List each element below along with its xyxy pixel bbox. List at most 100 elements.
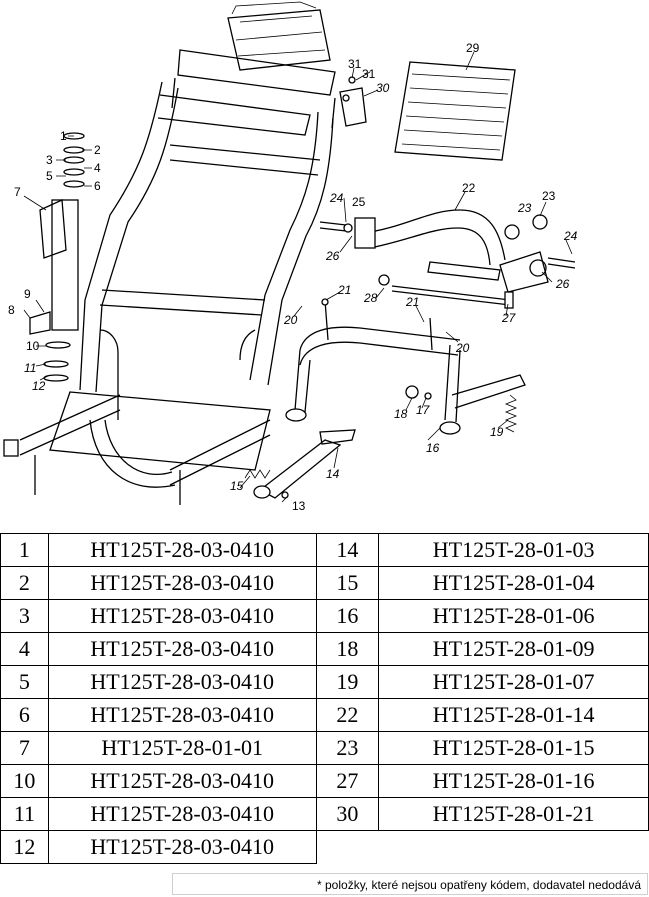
callout-9: 9 <box>24 287 31 301</box>
part-number: 1 <box>0 533 49 567</box>
part-number: 10 <box>0 764 49 798</box>
callout-12: 12 <box>32 379 46 393</box>
part-code: HT125T-28-03-0410 <box>47 830 317 864</box>
part-code: HT125T-28-03-0410 <box>47 764 317 798</box>
head-tube <box>29 132 85 382</box>
spring-19 <box>504 394 518 433</box>
part-number: 19 <box>315 665 380 699</box>
callout-24b: 24 <box>563 229 578 243</box>
callout-18: 18 <box>394 407 408 421</box>
part-code: HT125T-28-03-0410 <box>47 566 317 600</box>
part-code: HT125T-28-03-0410 <box>47 797 317 831</box>
luggage-rack <box>394 61 516 161</box>
rear-frame-loop <box>157 49 336 136</box>
callout-13: 13 <box>292 499 306 513</box>
part-code: HT125T-28-01-04 <box>378 566 649 600</box>
callout-22: 22 <box>462 181 476 195</box>
part-code: HT125T-28-01-21 <box>378 797 649 831</box>
callout-24a: 24 <box>329 191 344 205</box>
side-stand <box>244 429 356 499</box>
part-number: 7 <box>0 731 49 765</box>
callout-30: 30 <box>376 81 390 95</box>
part-code: HT125T-28-03-0410 <box>47 632 317 666</box>
callout-28: 28 <box>363 291 378 305</box>
lower-cradle <box>3 391 271 505</box>
part-code: HT125T-28-03-0410 <box>47 698 317 732</box>
bolt-27 <box>319 221 576 309</box>
part-number: 30 <box>315 797 380 831</box>
empty-cell <box>316 831 379 864</box>
main-stand-16 <box>285 298 526 435</box>
callout-5: 5 <box>46 169 53 183</box>
callout-6: 6 <box>94 179 101 193</box>
callout-numbers: 1 2 3 4 5 6 7 8 9 10 11 12 13 14 15 16 1… <box>8 41 578 513</box>
callout-26b: 26 <box>555 277 570 291</box>
part-number: 4 <box>0 632 49 666</box>
callout-7: 7 <box>14 185 21 199</box>
callout-1: 1 <box>60 129 67 143</box>
callout-25: 25 <box>352 195 366 209</box>
part-code: HT125T-28-01-01 <box>47 731 317 765</box>
part-code: HT125T-28-01-16 <box>378 764 649 798</box>
callout-3: 3 <box>46 153 53 167</box>
callout-15: 15 <box>230 479 244 493</box>
callout-2: 2 <box>94 143 101 157</box>
part-number: 5 <box>0 665 49 699</box>
part-number: 23 <box>315 731 380 765</box>
seat-bracket <box>227 1 331 71</box>
rear-bracket-22 <box>354 209 549 293</box>
part-number: 3 <box>0 599 49 633</box>
part-code: HT125T-28-03-0410 <box>47 533 317 567</box>
main-tubes <box>79 81 334 420</box>
callout-27: 27 <box>501 311 517 325</box>
callout-16: 16 <box>426 441 440 455</box>
bracket-30 <box>339 76 367 127</box>
callout-20a: 20 <box>283 313 298 327</box>
part-number: 22 <box>315 698 380 732</box>
callout-4: 4 <box>94 161 101 175</box>
part-code: HT125T-28-03-0410 <box>47 599 317 633</box>
part-number: 11 <box>0 797 49 831</box>
callout-26a: 26 <box>325 249 340 263</box>
empty-cell <box>379 831 649 864</box>
part-code: HT125T-28-01-06 <box>378 599 649 633</box>
part-code: HT125T-28-01-09 <box>378 632 649 666</box>
footnote: * položky, které nejsou opatřeny kódem, … <box>172 873 648 895</box>
part-code: HT125T-28-03-0410 <box>47 665 317 699</box>
part-code: HT125T-28-01-14 <box>378 698 649 732</box>
part-code: HT125T-28-01-07 <box>378 665 649 699</box>
part-number: 14 <box>315 533 380 567</box>
frame-drawing: 1 2 3 4 5 6 7 8 9 10 11 12 13 14 15 16 1… <box>3 1 578 513</box>
callout-14: 14 <box>326 467 340 481</box>
part-code: HT125T-28-01-15 <box>378 731 649 765</box>
callout-21a: 21 <box>337 283 351 297</box>
callout-21b: 21 <box>405 295 419 309</box>
callout-10: 10 <box>26 339 40 353</box>
part-number: 18 <box>315 632 380 666</box>
callout-20b: 20 <box>455 341 470 355</box>
callout-23: 23 <box>542 189 556 203</box>
callout-11: 11 <box>24 361 36 375</box>
callout-23b: 23 <box>517 201 532 215</box>
exploded-parts-diagram: 1 2 3 4 5 6 7 8 9 10 11 12 13 14 15 16 1… <box>3 1 578 513</box>
callout-31b: 31 <box>362 67 376 81</box>
leader-lines <box>23 51 573 503</box>
callout-17: 17 <box>416 403 431 417</box>
callout-29: 29 <box>466 41 480 55</box>
callout-8: 8 <box>8 303 15 317</box>
part-code: HT125T-28-01-03 <box>378 533 649 567</box>
part-number: 2 <box>0 566 49 600</box>
part-number: 15 <box>315 566 380 600</box>
part-number: 6 <box>0 698 49 732</box>
